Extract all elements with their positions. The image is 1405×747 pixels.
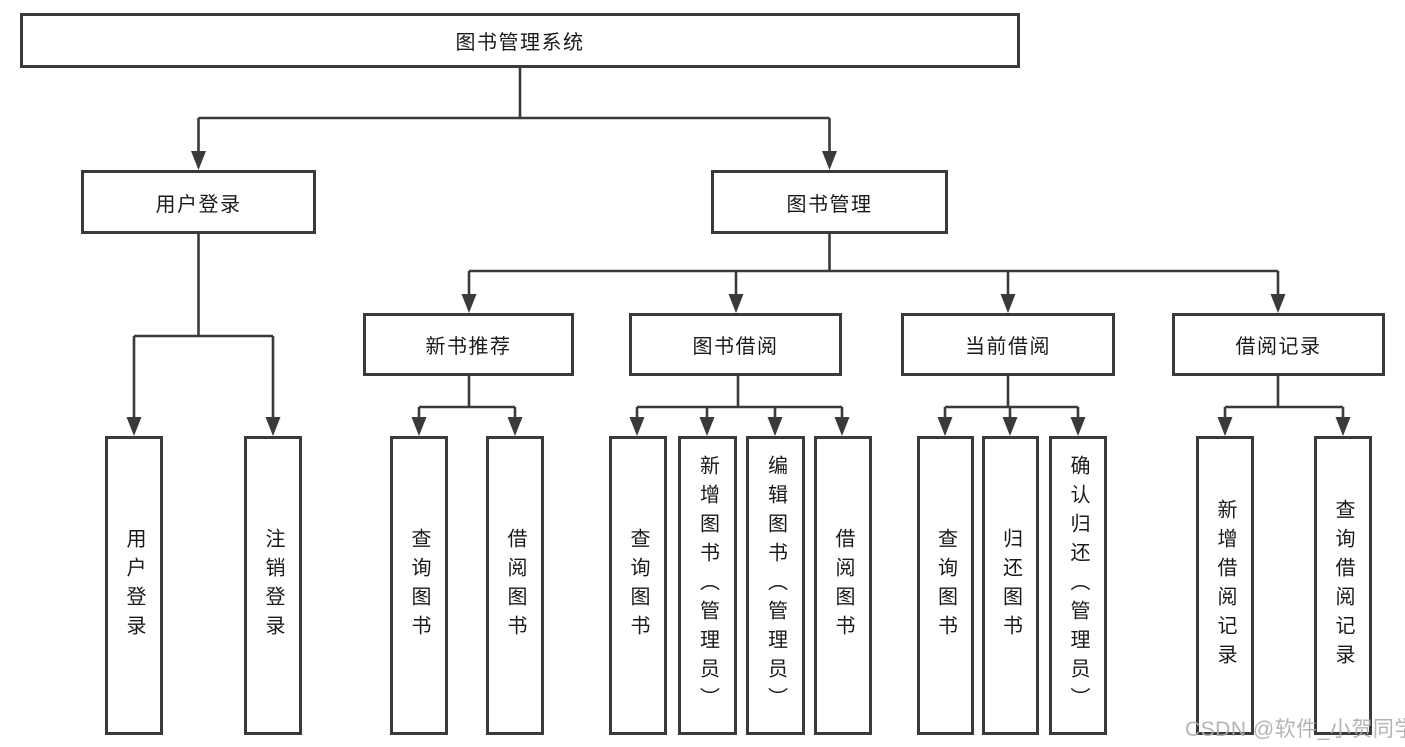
node-label: 图书管理系统	[455, 32, 585, 54]
leaf-query-books-recommend: 查询图书	[390, 436, 448, 735]
leaf-edit-book-admin: 编辑图书（管理员）	[746, 436, 805, 735]
node-label: 当前借阅	[965, 336, 1051, 358]
leaf-label: 新增图书（管理员）	[696, 455, 719, 716]
leaf-query-books-current: 查询图书	[917, 436, 974, 735]
leaf-borrow-books: 借阅图书	[814, 436, 872, 735]
csdn-watermark: CSDN @软件_小贺同学	[1185, 718, 1405, 741]
node-label: 图书借阅	[692, 336, 779, 358]
leaf-query-books-borrow: 查询图书	[609, 436, 667, 735]
leaf-label: 查询图书	[408, 527, 430, 644]
leaf-query-borrow-record: 查询借阅记录	[1314, 436, 1372, 735]
node-label: 用户登录	[155, 193, 242, 216]
node-current-borrowing: 当前借阅	[901, 313, 1115, 376]
leaf-logout: 注销登录	[244, 436, 302, 735]
leaf-label: 确认归还（管理员）	[1067, 455, 1089, 716]
leaf-add-book-admin: 新增图书（管理员）	[678, 436, 737, 735]
leaf-label: 借阅图书	[504, 527, 526, 644]
leaf-label: 查询借阅记录	[1332, 498, 1354, 673]
node-borrowing-records: 借阅记录	[1172, 313, 1385, 376]
node-library-management-system: 图书管理系统	[20, 13, 1020, 68]
leaf-label: 新增借阅记录	[1214, 498, 1236, 673]
leaf-borrow-books-recommend: 借阅图书	[486, 436, 544, 735]
leaf-label: 查询图书	[934, 527, 957, 644]
node-book-management: 图书管理	[711, 170, 948, 234]
node-new-book-recommendation: 新书推荐	[363, 313, 574, 376]
node-label: 图书管理	[786, 193, 873, 216]
node-label: 借阅记录	[1235, 336, 1322, 358]
leaf-label: 查询图书	[627, 527, 649, 644]
node-user-login: 用户登录	[81, 170, 316, 234]
leaf-label: 注销登录	[262, 527, 284, 644]
leaf-return-books: 归还图书	[982, 436, 1039, 735]
leaf-user-login: 用户登录	[105, 436, 163, 735]
leaf-label: 编辑图书（管理员）	[764, 455, 787, 716]
leaf-label: 借阅图书	[832, 527, 854, 644]
leaf-confirm-return-admin: 确认归还（管理员）	[1049, 436, 1107, 735]
leaf-label: 用户登录	[123, 527, 145, 644]
node-label: 新书推荐	[425, 336, 512, 358]
node-book-borrowing: 图书借阅	[629, 313, 842, 376]
leaf-label: 归还图书	[999, 527, 1022, 644]
leaf-add-borrow-record: 新增借阅记录	[1196, 436, 1254, 735]
